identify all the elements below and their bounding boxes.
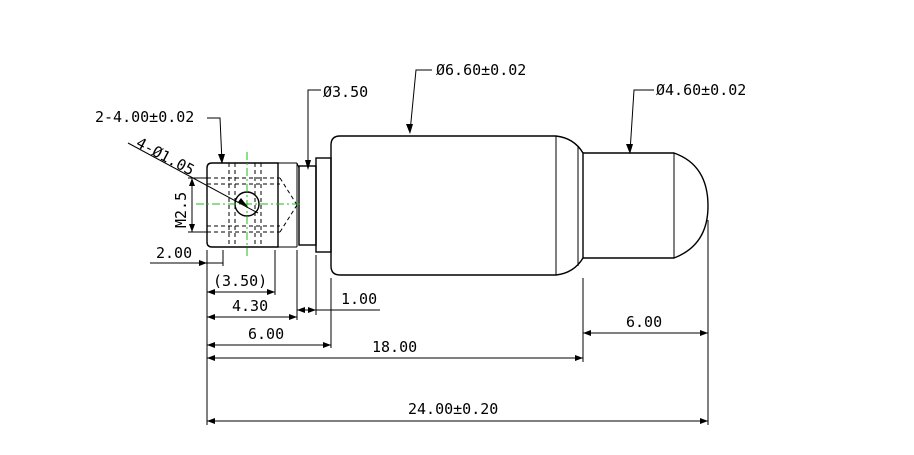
leaders — [127, 69, 654, 233]
label-dim-3-50: (3.50) — [213, 272, 267, 290]
label-flats: 2-4.00±0.02 — [95, 108, 194, 126]
main-body — [330, 135, 584, 276]
dimension-lines — [150, 220, 709, 425]
label-dim-6-00-right: 6.00 — [626, 313, 662, 331]
dimension-labels: Ø3.50 Ø6.60±0.02 Ø4.60±0.02 2-4.00±0.02 … — [95, 61, 746, 418]
label-dia-collar: Ø3.50 — [323, 83, 368, 101]
label-dim-24-00: 24.00±0.20 — [408, 400, 498, 418]
label-dim-1-00: 1.00 — [341, 290, 377, 308]
label-dim-6-00-left: 6.00 — [248, 325, 284, 343]
part-outline — [206, 135, 709, 276]
head-block — [206, 162, 279, 248]
label-dim-18-00: 18.00 — [372, 338, 417, 356]
label-dia-body: Ø6.60±0.02 — [436, 61, 526, 79]
neck — [315, 157, 332, 253]
label-dim-4-30: 4.30 — [232, 297, 268, 315]
collar — [298, 165, 317, 246]
hidden-lines — [207, 163, 298, 247]
label-dia-tip: Ø4.60±0.02 — [656, 81, 746, 99]
label-holes: 4-Ø1.05 — [133, 134, 197, 180]
label-thread: M2.5 — [172, 192, 190, 228]
cross-hole — [196, 152, 300, 256]
label-dim-2-00: 2.00 — [156, 244, 192, 262]
tip-section — [583, 152, 709, 259]
